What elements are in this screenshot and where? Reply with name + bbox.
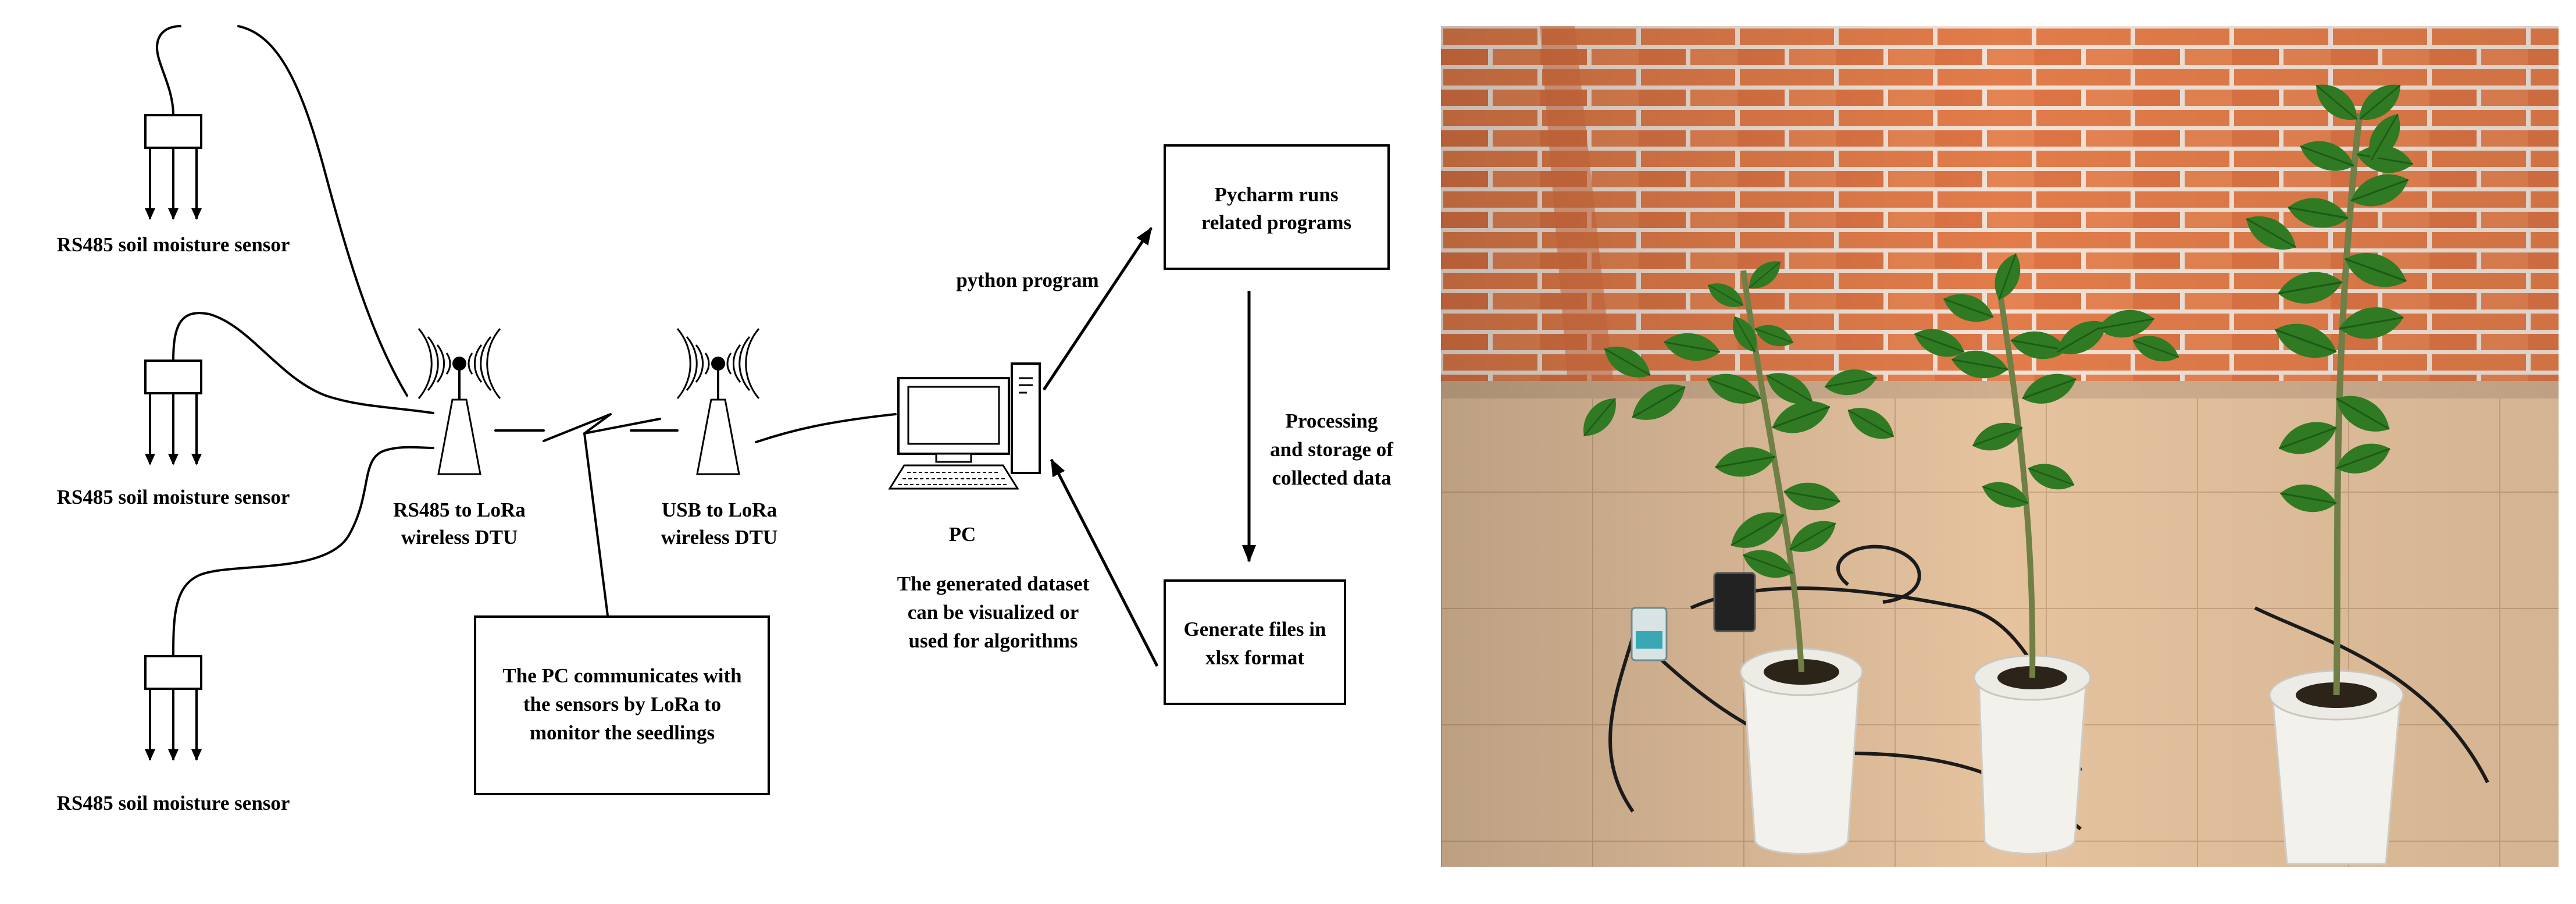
- pot-1: [1739, 647, 1864, 855]
- sensor-3-label: RS485 soil moisture sensor: [57, 792, 290, 814]
- sensor-1: [145, 115, 201, 219]
- sensor-2-link: [172, 312, 434, 414]
- dtu-rs485-label-1: RS485 to LoRa: [393, 499, 526, 521]
- pycharm-box: [1164, 144, 1390, 270]
- generate-text-2: xlsx format: [1205, 646, 1304, 669]
- seedling-photo: [1441, 26, 2559, 867]
- comm-text-1: The PC communicates with: [502, 664, 741, 687]
- system-diagram: RS485 soil moisture sensor RS485 soil mo…: [57, 25, 1393, 814]
- arrow-generate-to-pc: [1050, 458, 1159, 667]
- comm-pointer: [583, 432, 609, 617]
- dtu-usb-label-1: USB to LoRa: [662, 499, 777, 521]
- dataset-text-2: can be visualized or: [908, 601, 1079, 624]
- sensor-2-label: RS485 soil moisture sensor: [57, 486, 290, 508]
- comm-box: [474, 615, 770, 795]
- python-label: python program: [956, 269, 1098, 291]
- pot-3: [2268, 670, 2404, 865]
- generate-text-1: Generate files in: [1184, 618, 1326, 640]
- usb-cable: [755, 413, 897, 443]
- stem-3: [2333, 113, 2363, 696]
- dtu-rs485-antenna: [418, 328, 501, 475]
- sensor-1-label: RS485 soil moisture sensor: [57, 233, 290, 256]
- pycharm-text-1: Pycharm runs: [1215, 183, 1339, 206]
- pc-label: PC: [949, 523, 976, 546]
- lora-lightning: [543, 413, 661, 442]
- sensor-1-link: [237, 25, 408, 397]
- processing-text-1: Processing: [1286, 410, 1378, 432]
- pycharm-text-2: related programs: [1201, 211, 1351, 234]
- sensor-3-link: [172, 446, 434, 657]
- arrow-pc-to-pycharm: [1042, 227, 1153, 391]
- dtu-rs485-label-2: wireless DTU: [401, 526, 518, 549]
- dtu-usb-label-2: wireless DTU: [661, 526, 778, 549]
- processing-text-3: collected data: [1272, 467, 1391, 489]
- comm-text-3: monitor the seedlings: [530, 721, 715, 744]
- pot-2: [1973, 654, 2092, 855]
- pc-icon: [888, 362, 1041, 490]
- stem-2: [1996, 287, 2036, 678]
- comm-text-2: the sensors by LoRa to: [523, 693, 721, 716]
- dataset-text-3: used for algorithms: [908, 629, 1078, 652]
- sensor-2: [145, 361, 201, 464]
- sensor-1-cable: [156, 25, 181, 116]
- sensor-3: [145, 656, 201, 760]
- dtu-usb-antenna: [676, 328, 760, 475]
- processing-text-2: and storage of: [1270, 438, 1393, 461]
- dataset-text-1: The generated dataset: [897, 572, 1090, 595]
- power-adapter: [1713, 572, 1756, 632]
- generate-box: [1164, 579, 1346, 705]
